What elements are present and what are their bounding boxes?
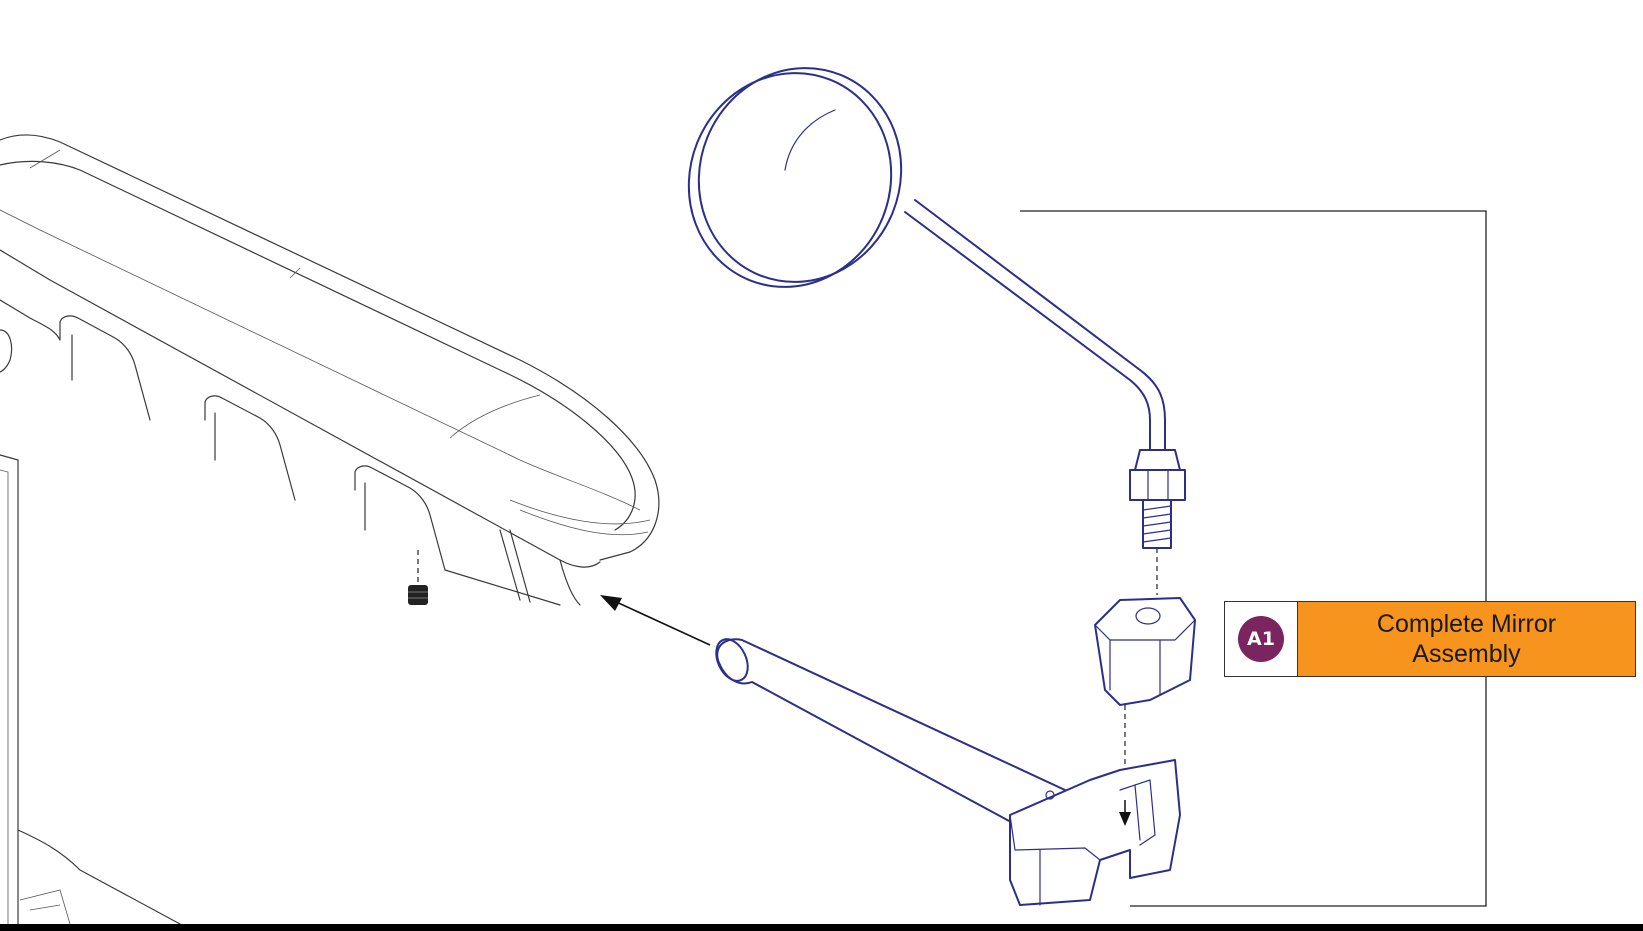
set-screw (408, 550, 428, 605)
part-name-line-1: Complete Mirror (1376, 609, 1557, 638)
bottom-border-bar (0, 924, 1643, 931)
part-number-badge: A1 (1238, 616, 1284, 662)
armrest-drawing (0, 134, 660, 931)
part-name-label: Complete Mirror Assembly (1298, 602, 1635, 676)
part-name-line-2: Assembly (1412, 640, 1521, 668)
insertion-arrow (600, 595, 711, 646)
part-callout-a1: A1 Complete Mirror Assembly (1224, 601, 1636, 677)
mirror-assembly-drawing (687, 67, 1196, 906)
callout-leader-bracket (1020, 210, 1487, 907)
part-name-text: Complete Mirror Assembly (1377, 609, 1556, 670)
callout-badge-cell: A1 (1225, 602, 1298, 676)
